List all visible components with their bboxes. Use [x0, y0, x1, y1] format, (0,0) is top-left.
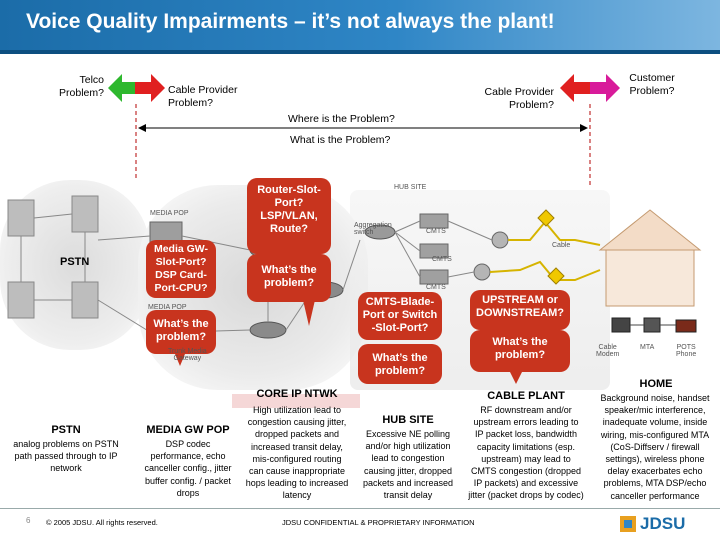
section-text-core-ip: High utilization lead to congestion caus… — [245, 405, 349, 501]
section-title-hub-site: HUB SITE — [382, 414, 434, 426]
cable-provider-right-label: Cable Provider Problem? — [484, 86, 554, 111]
pots-phone-label: POTS Phone — [676, 344, 697, 358]
title-bar — [0, 0, 720, 50]
jdsu-logo-icon — [620, 516, 636, 532]
cable-modem-label: Cable Modem — [596, 344, 620, 358]
section-text-cable-plant: RF downstream and/or upstream errors lea… — [468, 405, 584, 501]
cmts-label-1: CMTS — [426, 228, 446, 235]
upstream-what-question: What’s the problem? — [492, 336, 548, 361]
cable-provider-left-label: Cable Provider Problem? — [168, 84, 238, 109]
cmts-label-3: CMTS — [426, 284, 446, 291]
upstream-question: UPSTREAM or DOWNSTREAM? — [476, 294, 564, 319]
section-title-media-gw: MEDIA GW POP — [146, 424, 230, 436]
section-text-hub-site: Excessive NE polling and/or high utiliza… — [362, 429, 454, 501]
mta-label: MTA — [640, 344, 655, 351]
cable-label: Cable — [552, 242, 571, 249]
title-underline — [0, 50, 720, 54]
router-what-question: What’s the problem? — [261, 264, 317, 289]
telco-arrow-icon — [108, 74, 135, 102]
house-icon — [598, 209, 702, 251]
media-pop-bottom-label: MEDIA POP — [148, 304, 187, 311]
section-title-cable-plant: CABLE PLANT — [487, 390, 565, 402]
customer-arrow-icon — [590, 74, 620, 102]
cmts-question: CMTS-Blade- Port or Switch -Slot-Port? — [362, 296, 438, 334]
jdsu-logo-text: JDSU — [640, 514, 686, 533]
section-title-pstn: PSTN — [51, 424, 81, 436]
pstn-cloud-label: PSTN — [60, 256, 90, 268]
section-text-home: Background noise, handset speaker/mic in… — [600, 393, 710, 501]
section-text-pstn: analog problems on PSTN path passed thro… — [13, 439, 119, 474]
telco-problem-label: Telco Problem? — [59, 74, 104, 99]
copyright-text: © 2005 JDSU. All rights reserved. — [46, 518, 158, 527]
section-text-media-gw: DSP codec performance, echo canceller co… — [144, 439, 232, 498]
customer-problem-label: Customer Problem? — [629, 72, 675, 97]
page-number: 6 — [26, 516, 31, 525]
hub-site-label: HUB SITE — [394, 184, 427, 191]
confidential-text: JDSU CONFIDENTIAL & PROPRIETARY INFORMAT… — [282, 518, 475, 527]
cmts-label-2: CMTS — [432, 256, 452, 263]
media-gw-question: Media GW- Slot-Port? DSP Card- Port-CPU? — [153, 243, 209, 294]
cable-provider-left-arrow-icon — [135, 74, 165, 102]
cable-provider-right-arrow-icon — [560, 74, 590, 102]
what-problem-label: What is the Problem? — [290, 134, 391, 146]
aggregation-switch-label: Aggregation switch — [354, 222, 392, 236]
section-title-home: HOME — [639, 378, 673, 390]
footer-divider — [0, 508, 720, 509]
router-question: Router-Slot- Port? LSP/VLAN, Route? — [257, 184, 321, 235]
trunk-media-gateway-label: Trunk Media Gateway — [168, 348, 207, 362]
where-problem-label: Where is the Problem? — [288, 113, 395, 125]
media-pop-top-label: MEDIA POP — [150, 210, 189, 217]
cmts-what-question: What’s the problem? — [372, 352, 428, 377]
section-title-core-ip: CORE IP NTWK — [256, 388, 338, 400]
media-gw-what-question: What’s the problem? — [153, 318, 209, 343]
slide-title: Voice Quality Impairments – it’s not alw… — [26, 10, 555, 33]
